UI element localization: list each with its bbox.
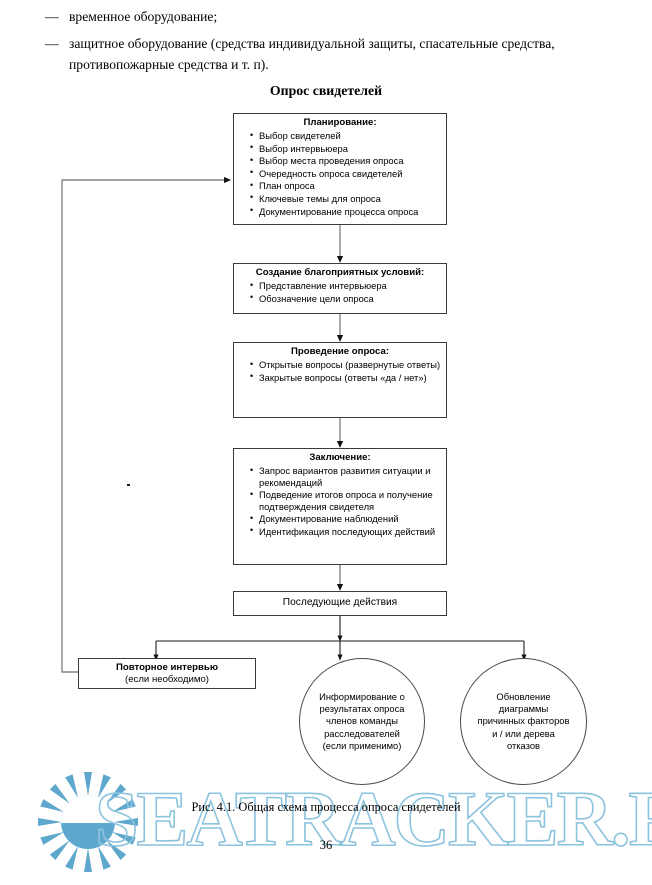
list-item: Документирование наблюдений <box>250 513 442 525</box>
list-item: Выбор интервьюера <box>250 142 442 155</box>
list-item: Очередность опроса свидетелей <box>250 167 442 180</box>
node-planning-items: Выбор свидетелей Выбор интервьюера Выбор… <box>234 130 446 217</box>
node-interview[interactable]: Проведение опроса: Открытые вопросы (раз… <box>233 342 447 418</box>
list-item: Представление интервьюера <box>250 280 442 292</box>
watermark: SEATRACKER.RU <box>0 770 652 880</box>
list-item: Обозначение цели опроса <box>250 292 442 305</box>
list-item-text: временное оборудование; <box>69 9 218 24</box>
page-number: 36 <box>319 838 333 852</box>
list-item-text: защитное оборудование (средства индивиду… <box>69 36 555 72</box>
node-inform-title: Информирование о результатах опроса член… <box>319 690 405 751</box>
figure-caption: Рис. 4.1. Общая схема процесса опроса св… <box>191 800 461 814</box>
node-conclusion-title: Заключение: <box>309 452 371 463</box>
list-item: Подведение итогов опроса и получение под… <box>250 489 442 512</box>
node-reinterview-title: Повторное интервью <box>115 662 219 673</box>
node-conditions-title: Создание благоприятных условий: <box>255 267 425 278</box>
node-conclusion-items: Запрос вариантов развития ситуации и рек… <box>234 464 446 538</box>
node-interview-title: Проведение опроса: <box>290 346 390 357</box>
em-dash-marker: — <box>45 9 59 24</box>
list-item: Документирование процесса опроса <box>250 205 442 218</box>
stray-dot-artifact <box>127 484 130 486</box>
list-item: — временное оборудование; <box>45 6 625 27</box>
node-update-title: Обновление диаграммы причинных факторов … <box>477 690 570 751</box>
node-update[interactable]: Обновление диаграммы причинных факторов … <box>460 658 587 785</box>
list-item: Ключевые темы для опроса <box>250 192 442 205</box>
node-inform[interactable]: Информирование о результатах опроса член… <box>299 658 425 785</box>
node-followup-title: Последующие действия <box>282 597 398 608</box>
node-conditions-items: Представление интервьюера Обозначение це… <box>234 280 446 304</box>
document-body-text: — временное оборудование; — защитное обо… <box>45 6 625 81</box>
list-item: Закрытые вопросы (ответы «да / нет») <box>250 371 442 384</box>
list-item: Выбор свидетелей <box>250 130 442 142</box>
node-conditions[interactable]: Создание благоприятных условий: Представ… <box>233 263 447 314</box>
watermark-text: SEATRACKER.RU <box>94 775 652 862</box>
list-item: План опроса <box>250 180 442 192</box>
node-planning[interactable]: Планирование: Выбор свидетелей Выбор инт… <box>233 113 447 225</box>
list-item: Выбор места проведения опроса <box>250 155 442 167</box>
list-item: Запрос вариантов развития ситуации и рек… <box>250 464 442 488</box>
sun-logo-icon <box>38 772 138 872</box>
node-followup[interactable]: Последующие действия <box>233 591 447 616</box>
list-item: — защитное оборудование (средства индиви… <box>45 33 625 75</box>
em-dash-marker: — <box>45 36 59 51</box>
figure-heading: Опрос свидетелей <box>269 83 383 98</box>
node-interview-items: Открытые вопросы (развернутые ответы) За… <box>234 359 446 383</box>
node-reinterview[interactable]: Повторное интервью (если необходимо) <box>78 658 256 689</box>
list-item: Идентификация последующих действий <box>250 525 442 538</box>
list-item: Открытые вопросы (развернутые ответы) <box>250 359 442 371</box>
node-reinterview-subtitle: (если необходимо) <box>125 674 209 685</box>
node-conclusion[interactable]: Заключение: Запрос вариантов развития си… <box>233 448 447 565</box>
node-planning-title: Планирование: <box>303 117 377 128</box>
edge-feedback-loop <box>61 176 231 673</box>
